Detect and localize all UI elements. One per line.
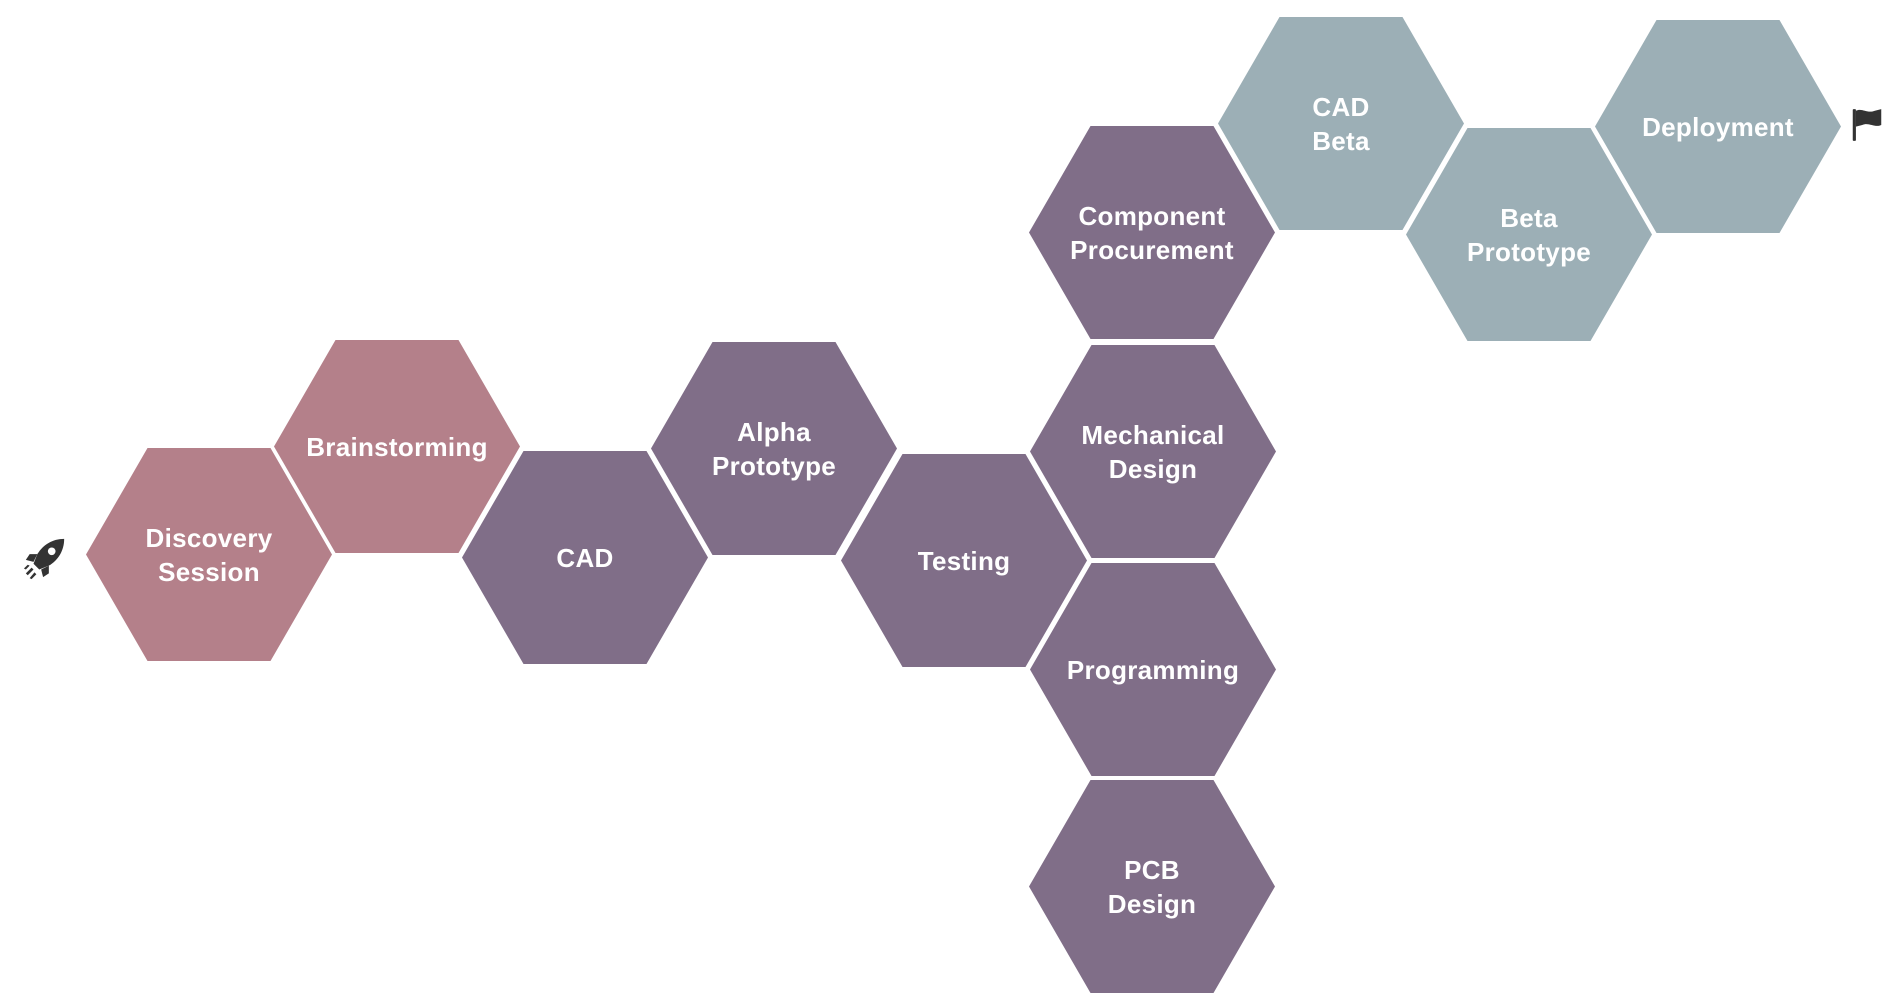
step-deployment: Deployment <box>1595 20 1841 233</box>
flag-icon <box>1852 109 1882 141</box>
step-label: Deployment <box>1642 111 1794 142</box>
step-label: Brainstorming <box>306 431 488 462</box>
step-pcb-design: PCB Design <box>1029 780 1275 993</box>
step-label: Component Procurement <box>1070 200 1234 265</box>
step-label: Testing <box>917 545 1011 576</box>
step-cad: CAD <box>462 451 708 664</box>
step-beta-prototype: Beta Prototype <box>1406 128 1652 341</box>
step-brainstorming: Brainstorming <box>274 340 520 553</box>
step-label: Mechanical Design <box>1081 419 1225 484</box>
step-label: Discovery Session <box>145 522 273 587</box>
step-cad-beta: CAD Beta <box>1218 17 1464 230</box>
step-label: Beta Prototype <box>1466 202 1592 267</box>
step-alpha-prototype: Alpha Prototype <box>651 342 897 555</box>
step-discovery-session: Discovery Session <box>86 448 332 661</box>
rocket-icon <box>23 538 65 580</box>
step-label: Programming <box>1066 654 1240 685</box>
step-label: CAD Beta <box>1312 91 1370 156</box>
step-mechanical-design: Mechanical Design <box>1030 345 1276 558</box>
step-component-procurement: Component Procurement <box>1029 126 1275 339</box>
step-programming: Programming <box>1030 563 1276 776</box>
step-label: CAD <box>556 542 614 573</box>
step-label: Alpha Prototype <box>711 416 837 481</box>
step-label: PCB Design <box>1107 854 1197 919</box>
step-testing: Testing <box>841 454 1087 667</box>
